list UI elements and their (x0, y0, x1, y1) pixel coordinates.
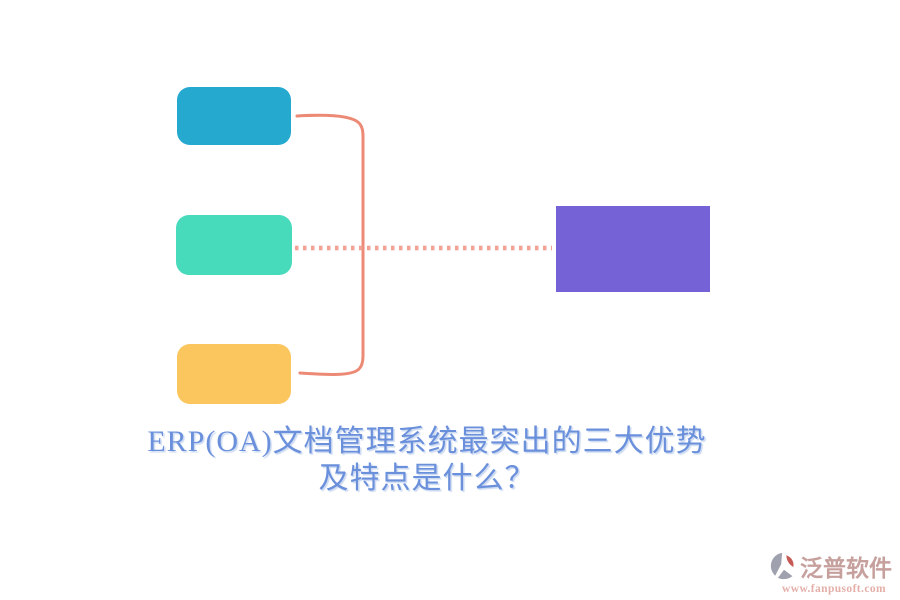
fanpu-logo-icon (770, 552, 794, 580)
topic-box-middle (176, 215, 292, 275)
title-line-1: ERP(OA)文档管理系统最突出的三大优势 (147, 425, 707, 458)
result-box (556, 206, 710, 292)
topic-box-bottom (177, 344, 291, 404)
title-line-2: 及特点是什么？ (318, 462, 536, 495)
brand-url: www.fanpusoft.com (782, 583, 886, 595)
brand-name: 泛普软件 (800, 556, 892, 581)
topic-box-top (177, 87, 291, 145)
watermark-row: 泛普软件 (769, 549, 899, 583)
bracket-connector (295, 113, 365, 376)
page-title: ERP(OA)文档管理系统最突出的三大优势 及特点是什么？ (0, 423, 854, 497)
watermark: 泛普软件 www.fanpusoft.com (769, 549, 899, 595)
